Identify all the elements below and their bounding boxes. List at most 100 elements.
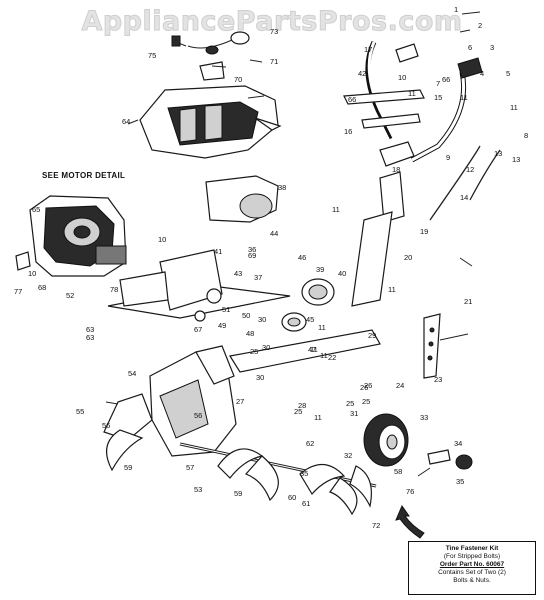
callout-56: 56 xyxy=(194,411,203,420)
callout-13: 13 xyxy=(512,155,521,164)
callout-11: 11 xyxy=(318,323,326,332)
callout-30: 30 xyxy=(262,343,271,352)
callout-44: 44 xyxy=(270,229,279,238)
engine-cover xyxy=(139,85,282,159)
callout-11: 11 xyxy=(332,205,340,214)
callout-22: 22 xyxy=(328,353,337,362)
callout-25: 25 xyxy=(346,399,355,408)
depth-bar xyxy=(229,313,441,379)
callout-47: 47 xyxy=(308,345,317,354)
callout-13: 13 xyxy=(494,149,503,158)
callout-1: 1 xyxy=(454,5,459,14)
callout-11: 11 xyxy=(510,103,518,112)
callout-25: 25 xyxy=(294,407,303,416)
callout-14: 14 xyxy=(460,193,469,202)
callout-71: 71 xyxy=(270,57,279,66)
callout-46: 46 xyxy=(298,253,307,262)
control-cable xyxy=(429,145,501,221)
callout-67: 67 xyxy=(194,325,203,334)
callout-43: 43 xyxy=(234,269,243,278)
callout-27: 27 xyxy=(236,397,245,406)
tine-assembly xyxy=(103,393,377,516)
callout-36: 36 xyxy=(248,245,257,254)
callout-10: 10 xyxy=(158,235,167,244)
callout-63: 63 xyxy=(86,333,95,342)
callout-65: 65 xyxy=(32,205,41,214)
callout-40: 40 xyxy=(338,269,347,278)
tine-fastener-kit-note: Tine Fastener Kit (For Stripped Bolts) O… xyxy=(408,541,536,595)
callout-25: 25 xyxy=(250,347,259,356)
callout-12: 12 xyxy=(466,165,475,174)
callout-55: 55 xyxy=(76,407,85,416)
callout-50: 50 xyxy=(242,311,251,320)
leader-lines xyxy=(105,11,481,477)
callout-62: 62 xyxy=(306,439,315,448)
watermark: AppliancePartsPros.com xyxy=(81,6,463,38)
callout-77: 77 xyxy=(14,287,23,296)
callout-63: 63 xyxy=(86,325,95,334)
callout-45: 45 xyxy=(306,315,315,324)
callout-48: 48 xyxy=(246,329,255,338)
callout-11: 11 xyxy=(460,93,468,102)
kit-contents: Contains Set of Two (2) xyxy=(438,569,506,576)
callout-11: 11 xyxy=(388,285,396,294)
callout-35: 35 xyxy=(456,477,465,486)
callout-10: 10 xyxy=(28,269,37,278)
callout-58: 58 xyxy=(394,467,403,476)
callout-29: 29 xyxy=(368,331,377,340)
callout-17: 17 xyxy=(364,45,373,54)
wheel xyxy=(363,413,473,470)
callout-68: 68 xyxy=(38,283,47,292)
callout-7: 7 xyxy=(436,79,441,88)
kit-subtitle: (For Stripped Bolts) xyxy=(443,553,501,560)
callout-57: 57 xyxy=(186,463,195,472)
callout-66: 66 xyxy=(348,95,357,104)
callout-10: 10 xyxy=(398,73,407,82)
callout-59: 59 xyxy=(124,463,133,472)
callout-31: 31 xyxy=(350,409,359,418)
callout-37: 37 xyxy=(254,273,263,282)
callout-18: 18 xyxy=(392,165,401,174)
transmission-housing xyxy=(149,345,237,457)
callout-11: 11 xyxy=(408,89,416,98)
callout-34: 34 xyxy=(454,439,463,448)
pulleys xyxy=(281,278,335,332)
callout-32: 32 xyxy=(344,451,353,460)
handle-assembly xyxy=(343,40,483,307)
kit-title: Tine Fastener Kit xyxy=(445,545,499,552)
callout-69: 69 xyxy=(248,251,257,260)
callout-39: 39 xyxy=(316,265,325,274)
callout-49: 49 xyxy=(218,321,227,330)
callout-25: 25 xyxy=(362,397,371,406)
callout-4: 4 xyxy=(480,69,485,78)
callout-61: 61 xyxy=(302,499,311,508)
callout-6: 6 xyxy=(468,43,473,52)
throttle-cable-parts xyxy=(171,31,250,81)
callout-20: 20 xyxy=(404,253,413,262)
callout-26: 26 xyxy=(364,381,373,390)
callout-28: 28 xyxy=(298,401,307,410)
callout-33: 33 xyxy=(420,413,429,422)
callout-38: 38 xyxy=(278,183,287,192)
callout-52: 52 xyxy=(66,291,75,300)
main-chassis xyxy=(107,249,291,322)
callout-21: 21 xyxy=(464,297,473,306)
callout-16: 16 xyxy=(344,127,353,136)
callout-51: 51 xyxy=(222,305,231,314)
callout-11: 11 xyxy=(314,413,322,422)
callout-76: 76 xyxy=(406,487,415,496)
callout-60: 60 xyxy=(288,493,297,502)
callout-41: 41 xyxy=(214,247,223,256)
callout-73: 73 xyxy=(270,27,279,36)
callout-8: 8 xyxy=(524,131,529,140)
kit-part-number: Order Part No. 60067 xyxy=(439,561,505,568)
callout-15: 15 xyxy=(434,93,443,102)
kit-contents-2: Bolts & Nuts. xyxy=(453,577,491,584)
callout-78: 78 xyxy=(110,285,119,294)
callout-11: 11 xyxy=(320,351,328,360)
callout-66: 66 xyxy=(442,75,451,84)
callout-56: 56 xyxy=(102,421,111,430)
callout-53: 53 xyxy=(194,485,203,494)
callout-59: 59 xyxy=(234,489,243,498)
